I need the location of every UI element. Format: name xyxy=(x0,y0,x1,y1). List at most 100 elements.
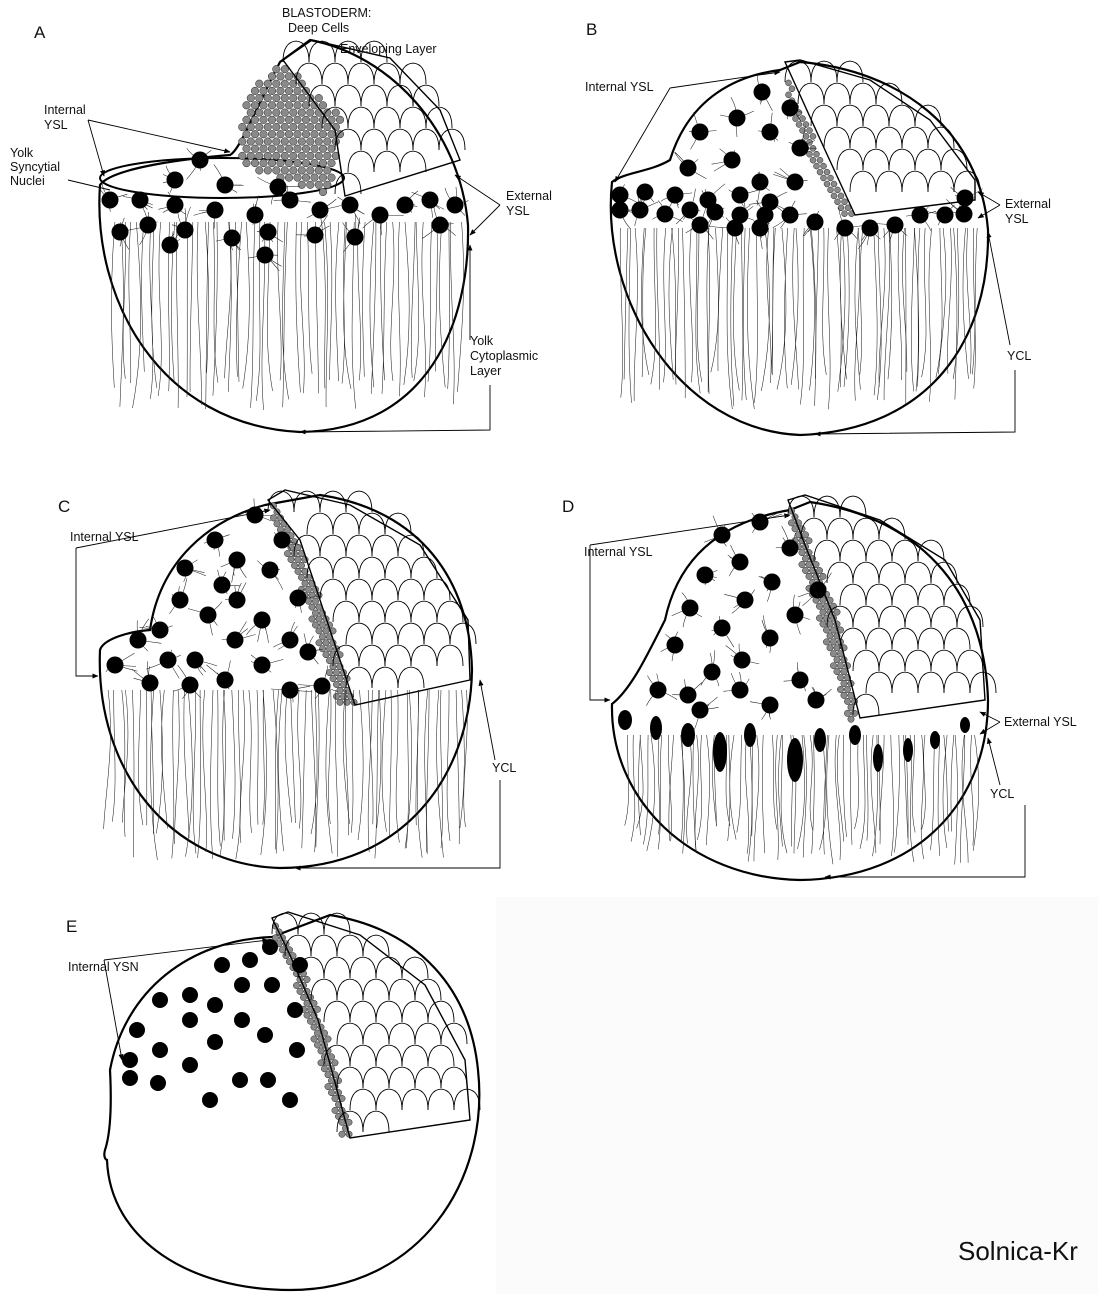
deep-cell xyxy=(814,151,820,157)
nucleus xyxy=(207,532,224,549)
nucleus xyxy=(612,187,629,204)
nucleus xyxy=(782,540,799,557)
deep-cell xyxy=(255,167,263,175)
deep-cell xyxy=(786,80,792,86)
deep-cell xyxy=(285,159,293,167)
deep-cell xyxy=(251,87,259,95)
deep-cell xyxy=(290,152,298,160)
nucleus xyxy=(254,612,271,629)
arrow-internal-ysl-a-1 xyxy=(88,120,230,152)
arrow-internal-ysl-d-1 xyxy=(590,545,610,700)
external-ysl-nucleus xyxy=(618,710,632,730)
deep-cell xyxy=(824,181,830,187)
deep-cell xyxy=(264,167,272,175)
deep-cell xyxy=(268,145,276,153)
nucleus xyxy=(257,1027,273,1043)
deep-cell xyxy=(330,675,336,681)
nucleus xyxy=(130,632,147,649)
deep-cell xyxy=(304,1012,310,1018)
deep-cell xyxy=(307,152,315,160)
deep-cell xyxy=(277,73,285,81)
deep-cell xyxy=(344,699,350,705)
deep-cell xyxy=(251,130,259,138)
nucleus xyxy=(432,217,449,234)
nucleus xyxy=(612,202,629,219)
nucleus xyxy=(122,1070,138,1086)
nucleus xyxy=(764,574,781,591)
deep-cell xyxy=(316,628,322,634)
arrow-ycl-c-top xyxy=(480,680,495,760)
nucleus xyxy=(152,992,168,1008)
deep-cell xyxy=(326,658,332,664)
nucleus xyxy=(257,247,274,264)
deep-cell xyxy=(264,80,272,88)
deep-cell xyxy=(273,138,281,146)
deep-cell xyxy=(816,567,822,573)
deep-cell xyxy=(319,159,327,167)
nucleus xyxy=(207,202,224,219)
deep-cell xyxy=(789,86,795,92)
label-enveloping-layer: Enveloping Layer xyxy=(340,42,437,56)
nucleus xyxy=(937,207,954,224)
deep-cell xyxy=(821,163,827,169)
deep-cell xyxy=(314,1006,320,1012)
nucleus xyxy=(887,217,904,234)
nucleus xyxy=(187,652,204,669)
deep-cell xyxy=(810,157,816,163)
deep-cell xyxy=(844,698,850,704)
nucleus xyxy=(808,692,825,709)
nucleus xyxy=(200,607,217,624)
nucleus xyxy=(714,527,731,544)
deep-cell xyxy=(251,159,259,167)
nucleus xyxy=(262,562,279,579)
nucleus xyxy=(734,652,751,669)
deep-cell xyxy=(294,174,302,182)
external-ysl-nucleus xyxy=(960,717,970,733)
nucleus xyxy=(167,197,184,214)
deep-cell xyxy=(319,102,327,110)
nucleus xyxy=(292,957,308,973)
nucleus xyxy=(792,140,809,157)
nucleus xyxy=(752,174,769,191)
deep-cell xyxy=(268,87,276,95)
deep-cell xyxy=(307,1018,313,1024)
deep-cell xyxy=(319,634,325,640)
nucleus xyxy=(312,202,329,219)
deep-cell xyxy=(294,102,302,110)
nucleus xyxy=(667,187,684,204)
deep-cell xyxy=(315,181,323,189)
nucleus xyxy=(762,124,779,141)
deep-cell xyxy=(324,152,332,160)
nucleus xyxy=(107,657,124,674)
nucleus xyxy=(182,987,198,1003)
deep-cell xyxy=(243,116,251,124)
deep-cell xyxy=(311,145,319,153)
deep-cell xyxy=(273,94,281,102)
nucleus xyxy=(682,202,699,219)
deep-cell xyxy=(298,94,306,102)
deep-cell xyxy=(788,520,794,526)
deep-cell xyxy=(830,627,836,633)
arrow-internal-ysn-2 xyxy=(104,960,122,1060)
deep-cell xyxy=(290,138,298,146)
deep-cell xyxy=(837,674,843,680)
deep-cell xyxy=(838,193,844,199)
deep-cell xyxy=(319,646,325,652)
deep-cell xyxy=(302,580,308,586)
deep-cell xyxy=(291,562,297,568)
deep-cell xyxy=(830,663,836,669)
nucleus xyxy=(260,1072,276,1088)
deep-cell xyxy=(264,138,272,146)
deep-cell xyxy=(851,710,857,716)
deep-cell xyxy=(255,80,263,88)
nucleus xyxy=(397,197,414,214)
deep-cell xyxy=(841,692,847,698)
deep-cell xyxy=(823,627,829,633)
external-ysl-nucleus xyxy=(744,723,756,747)
nucleus xyxy=(637,184,654,201)
panel-d-letter: D xyxy=(562,497,574,516)
nucleus xyxy=(782,100,799,117)
deep-cell xyxy=(325,1036,331,1042)
deep-cell xyxy=(298,138,306,146)
